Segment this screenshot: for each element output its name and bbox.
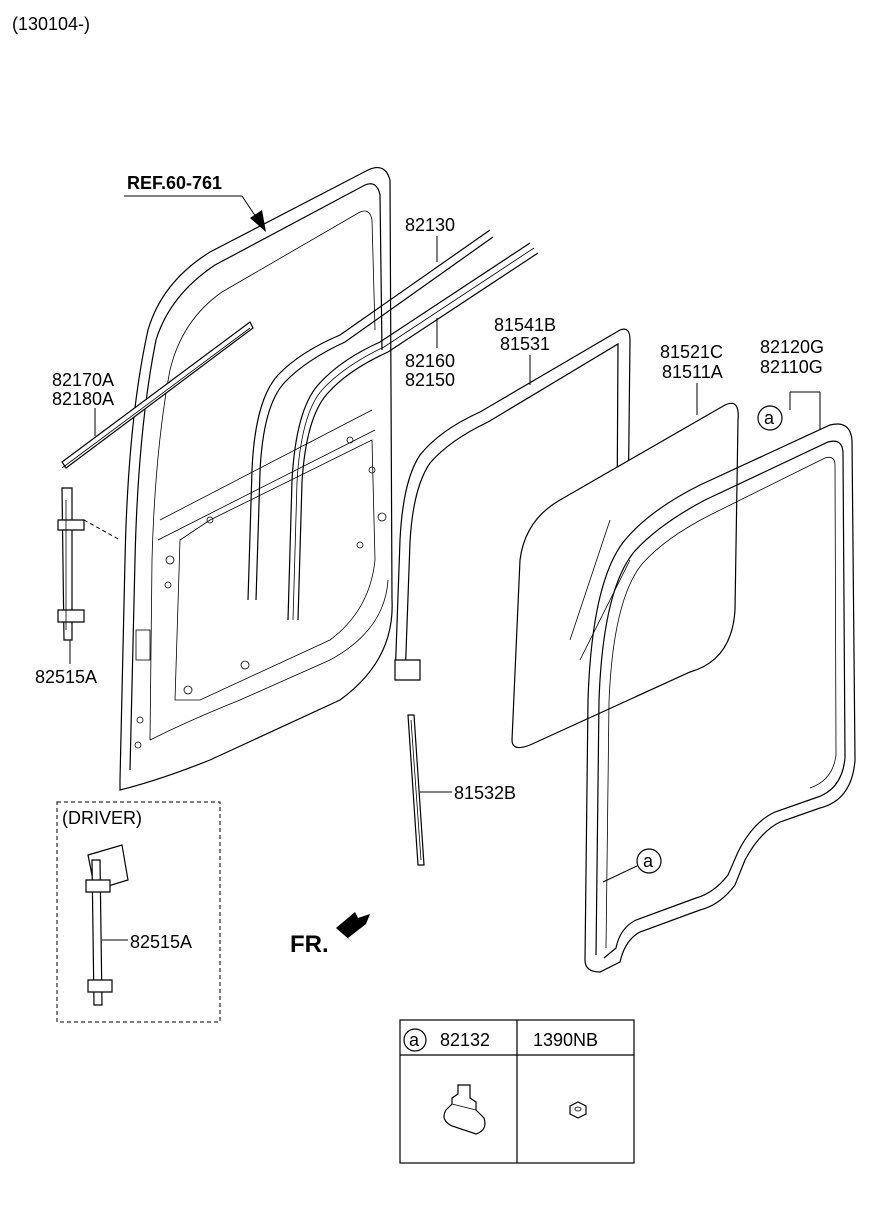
driver-box: (DRIVER) 82515A	[56, 801, 221, 1023]
ref-callout: REF.60-761	[124, 173, 266, 232]
door-weatherstrip	[584, 423, 856, 973]
label-82160: 82160	[405, 351, 455, 371]
run-channel-82160	[287, 242, 539, 621]
legend-col1: 82132	[440, 1030, 490, 1050]
circle-a-side-label: a	[643, 851, 654, 871]
lower-channel	[407, 714, 425, 866]
nut-icon	[569, 1101, 587, 1119]
legend-circle-label: a	[409, 1030, 420, 1050]
circle-a-top-label: a	[764, 408, 775, 428]
label-82180A: 82180A	[52, 389, 114, 409]
ref-arrow-icon	[250, 210, 266, 232]
driver-part-label: 82515A	[130, 932, 192, 952]
label-82150: 82150	[405, 370, 455, 390]
ref-label: REF.60-761	[127, 173, 222, 193]
door-frame	[119, 167, 393, 791]
label-82170A: 82170A	[52, 370, 114, 390]
label-82515A: 82515A	[35, 667, 97, 687]
label-82110G: 82110G	[760, 357, 823, 377]
circle-a-side-icon	[636, 848, 662, 874]
clip-icon	[443, 1084, 486, 1135]
fr-arrow-icon	[336, 912, 370, 942]
weatherstrip-82130	[247, 229, 494, 601]
label-82130: 82130	[405, 215, 455, 235]
driver-title: (DRIVER)	[62, 808, 142, 828]
label-81511A: 81511A	[662, 362, 723, 382]
legend-col2: 1390NB	[533, 1030, 598, 1050]
circle-a-top-icon	[757, 405, 783, 431]
legend-table: a 82132 1390NB	[399, 1019, 635, 1164]
door-glass	[511, 402, 739, 749]
fr-label: FR.	[290, 931, 329, 958]
label-81531: 81531	[500, 334, 550, 354]
belt-molding-outer	[61, 321, 254, 469]
label-81521C: 81521C	[660, 342, 723, 362]
date-code: (130104-)	[12, 14, 90, 34]
legend-circle-icon	[403, 1028, 427, 1052]
label-82120G: 82120G	[760, 337, 824, 357]
window-regulator	[57, 487, 121, 641]
label-81541B: 81541B	[494, 315, 556, 335]
label-81532B: 81532B	[454, 783, 516, 803]
front-direction: FR.	[290, 912, 370, 958]
